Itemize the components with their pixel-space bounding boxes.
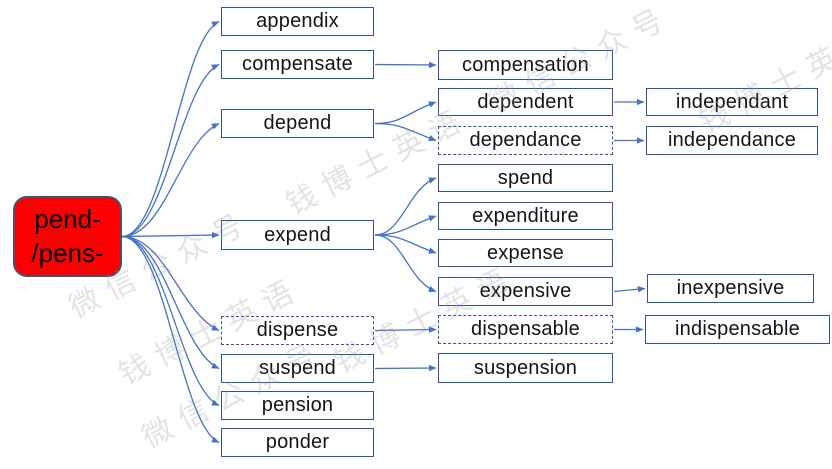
node-ponder: ponder [221,428,374,457]
root-label-line2: /pens- [31,237,104,268]
edge-suspend-to-suspension [374,364,437,372]
edge-compensate-to-compensation [374,61,437,69]
root-label-line1: pend- [34,203,101,234]
node-compensation: compensation [438,50,613,80]
edge-dispense-to-dispensable [374,326,437,333]
node-expend: expend [221,220,374,250]
node-dependent: dependent [438,88,613,116]
node-inexpensive: inexpensive [647,274,814,303]
node-depend: depend [221,109,374,138]
edge-root-to-pension [121,235,220,407]
node-dependance: dependance [438,126,613,155]
node-expense: expense [438,239,613,267]
edge-root-to-appendix [121,20,220,238]
edge-expend-to-expensive [374,234,437,293]
edge-root-to-dispense [121,235,220,332]
edge-expend-to-spend [374,177,437,236]
edge-root-to-expend [122,231,220,239]
node-expenditure: expenditure [438,202,613,230]
node-indispensable: indispensable [645,315,830,344]
node-dispense: dispense [221,316,374,345]
root-node: pend- /pens- [13,196,122,277]
edge-depend-to-dependance [374,122,437,142]
edge-root-to-ponder [121,235,220,444]
node-compensate: compensate [221,50,374,79]
edge-root-to-suspend [121,235,220,370]
node-pension: pension [221,391,374,420]
edge-root-to-compensate [121,63,220,238]
edge-expensive-to-inexpensive [613,285,646,293]
node-independance: independance [646,126,818,155]
node-spend: spend [438,164,613,192]
edge-depend-to-dependent [374,101,437,125]
node-dispensable: dispensable [438,315,613,344]
node-suspension: suspension [438,353,613,383]
node-independant: independant [646,88,818,116]
node-suspend: suspend [221,354,374,383]
node-expensive: expensive [438,277,613,306]
node-appendix: appendix [221,7,374,36]
edge-root-to-depend [121,122,220,238]
edge-expend-to-expenditure [374,215,437,236]
edge-expend-to-expense [374,234,437,254]
